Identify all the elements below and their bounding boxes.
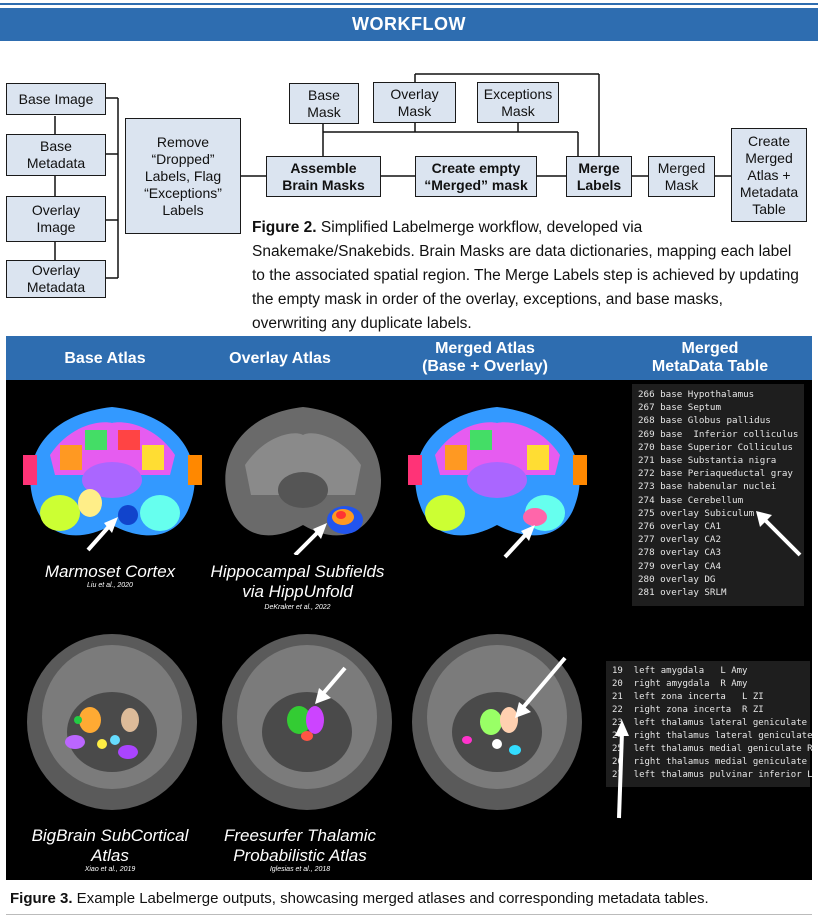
workflow-connectors — [54, 73, 731, 279]
base-mask-box: Base Mask — [289, 83, 359, 124]
table-row: 268 base Globus pallidus — [638, 415, 771, 427]
base-image-box: Base Image — [6, 83, 106, 115]
table-row: 22 right zona incerta R ZI — [612, 705, 764, 715]
overlay-metadata-box: Overlay Metadata — [6, 260, 106, 298]
table-row: 274 base Cerebellum — [638, 494, 744, 506]
table-row: 280 overlay DG — [638, 573, 716, 585]
table-arrow-row2 — [615, 720, 629, 819]
table-row: 279 overlay CA4 — [638, 560, 721, 572]
table-row: 19 left amygdala L Amy — [612, 666, 748, 676]
bigbrain-title: BigBrain SubCortical Atlas — [31, 826, 189, 865]
figure3-caption: Figure 3. Example Labelmerge outputs, sh… — [10, 890, 709, 907]
table-row: 269 base Inferior colliculus — [638, 428, 799, 440]
merged-atlas-image-row2 — [412, 634, 582, 810]
overlay-mask-label: Overlay Mask — [390, 85, 439, 119]
top-rule — [0, 3, 818, 5]
assemble-masks-label: Assemble Brain Masks — [282, 159, 365, 193]
figure2-text: Simplified Labelmerge workflow, develope… — [252, 219, 799, 332]
bigbrain-citation: Xiao et al., 2019 — [84, 866, 136, 873]
create-empty-mask-box: Create empty “Merged” mask — [415, 156, 537, 197]
bigbrain-base-atlas-image — [27, 634, 197, 810]
hippunfold-title: Hippocampal Subfields via HippUnfold — [210, 562, 385, 601]
table-row: 276 overlay CA1 — [638, 521, 721, 533]
hippunfold-citation: DeKraker et al., 2022 — [264, 604, 331, 611]
remove-labels-box: Remove “Dropped” Labels, Flag “Exception… — [125, 118, 241, 234]
table-row: 26 right thalamus medial geniculate — [612, 757, 808, 767]
table-row: 267 base Septum — [638, 402, 721, 414]
table-row: 21 left zona incerta L ZI — [612, 692, 764, 702]
create-merged-atlas-box: Create Merged Atlas + Metadata Table — [731, 128, 807, 222]
merged-atlas-image-row1 — [408, 407, 587, 559]
table-row: 24 right thalamus lateral geniculate — [612, 731, 813, 741]
overlay-metadata-label: Overlay Metadata — [26, 262, 86, 295]
bottom-rule — [6, 914, 812, 915]
create-empty-mask-label: Create empty “Merged” mask — [424, 159, 528, 193]
table-row: 271 base Substantia nigra — [638, 455, 777, 467]
freesurfer-citation: Iglesias et al., 2018 — [269, 866, 331, 873]
hippocampus-overlay-atlas-image — [225, 407, 382, 555]
table-row: 270 base Superior Colliculus — [638, 441, 793, 453]
base-metadata-label: Base Metadata — [26, 138, 86, 171]
marmoset-cortex-title: Marmoset Cortex — [44, 562, 176, 581]
banner-title: WORKFLOW — [352, 14, 466, 34]
merged-mask-label: Merged Mask — [657, 159, 706, 193]
metadata-table-row2: 19 left amygdala L Amy 20 right amygdala … — [606, 661, 813, 787]
base-metadata-box: Base Metadata — [6, 134, 106, 176]
col-overlay-atlas: Overlay Atlas — [229, 350, 331, 367]
col-base-atlas: Base Atlas — [64, 350, 146, 367]
table-row: 277 overlay CA2 — [638, 534, 721, 546]
marmoset-base-atlas-image — [23, 407, 202, 552]
table-row: 278 overlay CA3 — [638, 547, 721, 559]
table-arrow-row1 — [756, 511, 802, 557]
table-row: 25 left thalamus medial geniculate R — [612, 744, 813, 754]
figure3-text: Example Labelmerge outputs, showcasing m… — [72, 890, 709, 907]
table-row: 23 left thalamus lateral geniculate — [612, 718, 808, 728]
table-row: 281 overlay SRLM — [638, 587, 727, 599]
column-header-bar — [6, 336, 812, 380]
freesurfer-title: Freesurfer Thalamic Probabilistic Atlas — [223, 826, 377, 865]
marmoset-cortex-citation: Liu et al., 2020 — [87, 582, 133, 589]
table-row: 272 base Periaqueductal gray — [638, 468, 793, 480]
remove-labels-label: Remove “Dropped” Labels, Flag “Exception… — [144, 133, 222, 218]
col-metadata-table: Merged MetaData Table — [651, 340, 769, 375]
workflow-banner: WORKFLOW — [0, 8, 818, 41]
table-row: 27 left thalamus pulvinar inferior L — [612, 770, 813, 780]
exceptions-mask-label: Exceptions Mask — [483, 85, 553, 119]
base-mask-label: Base Mask — [307, 86, 341, 120]
merge-labels-box: Merge Labels — [566, 156, 632, 197]
table-row: 273 base habenular nuclei — [638, 481, 777, 493]
overlay-mask-box: Overlay Mask — [373, 82, 456, 123]
figure2-label: Figure 2. — [252, 219, 317, 236]
table-row: 266 base Hypothalamus — [638, 389, 755, 400]
merge-labels-label: Merge Labels — [576, 159, 622, 193]
assemble-masks-box: Assemble Brain Masks — [266, 156, 381, 197]
exceptions-mask-box: Exceptions Mask — [477, 82, 559, 123]
merged-mask-box: Merged Mask — [648, 156, 715, 197]
overlay-image-box: Overlay Image — [6, 196, 106, 242]
freesurfer-overlay-atlas-image — [222, 634, 392, 810]
col-merged-atlas: Merged Atlas (Base + Overlay) — [422, 340, 548, 375]
create-merged-atlas-label: Create Merged Atlas + Metadata Table — [739, 132, 799, 217]
figure2-caption: Figure 2. Simplified Labelmerge workflow… — [252, 216, 802, 336]
overlay-image-label: Overlay Image — [31, 202, 81, 235]
base-image-label: Base Image — [18, 90, 94, 107]
table-row: 275 overlay Subiculum — [638, 507, 755, 519]
figure3-label: Figure 3. — [10, 890, 73, 907]
table-row: 20 right amygdala R Amy — [612, 679, 748, 689]
